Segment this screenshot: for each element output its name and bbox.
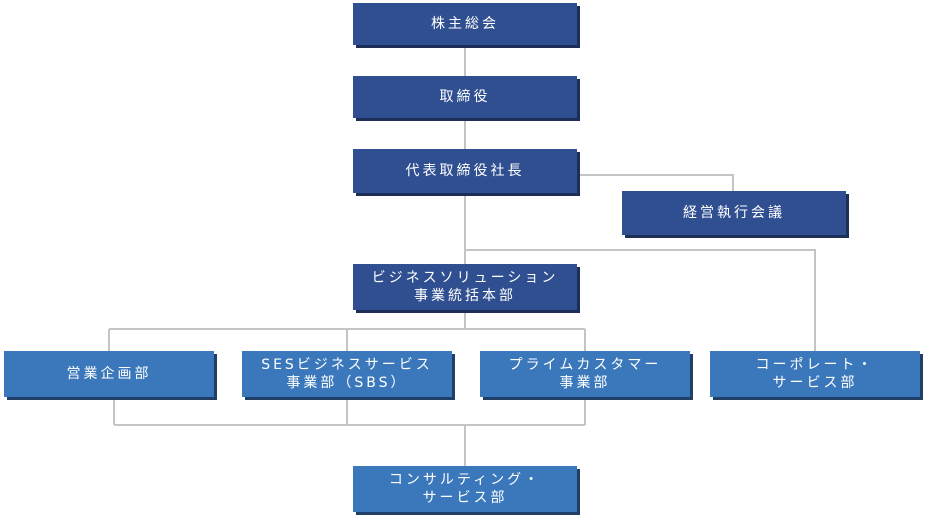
connector-president-committee bbox=[577, 174, 734, 191]
box-executive-committee: 経営執行会議 bbox=[622, 191, 846, 235]
box-sales-planning: 営業企画部 bbox=[4, 351, 214, 397]
box-shareholders-meeting: 株主総会 bbox=[353, 3, 577, 45]
box-corporate-services: コーポレート・ サービス部 bbox=[710, 351, 920, 397]
box-prime-customer: プライムカスタマー 事業部 bbox=[480, 351, 690, 397]
box-consulting-services: コンサルティング・ サービス部 bbox=[353, 466, 577, 512]
box-board-of-directors: 取締役 bbox=[353, 76, 577, 118]
connector-trunk-corporate bbox=[465, 249, 816, 351]
box-ses-business-services: SESビジネスサービス 事業部（SBS） bbox=[242, 351, 452, 397]
box-president: 代表取締役社長 bbox=[353, 149, 577, 193]
box-business-solutions-division: ビジネスソリューション 事業統括本部 bbox=[353, 264, 577, 310]
